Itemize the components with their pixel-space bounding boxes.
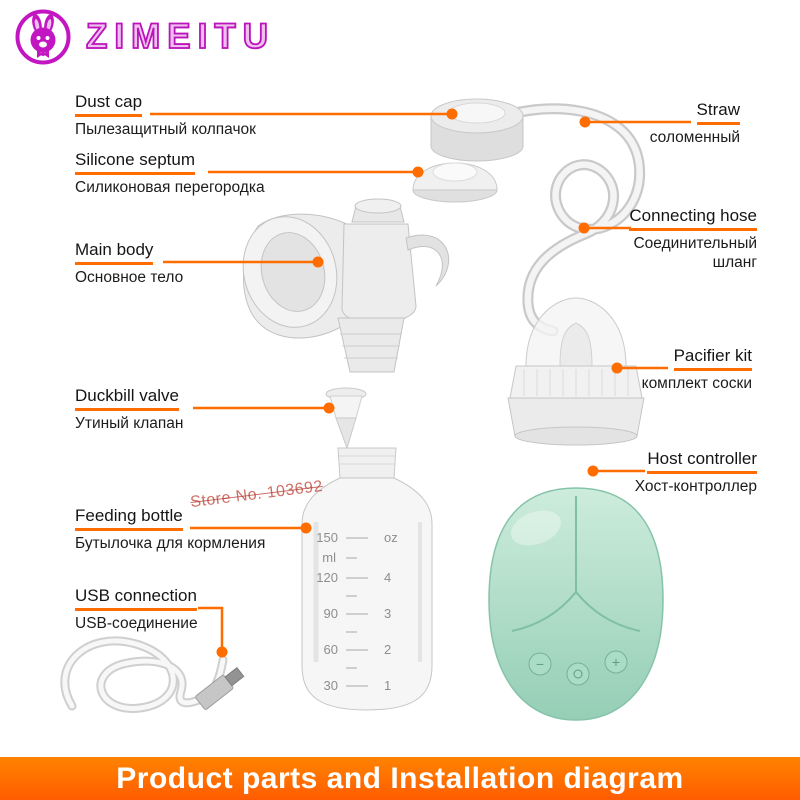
callout-straw: Straw соломенный — [650, 100, 740, 147]
callout-dust-cap-en: Dust cap — [75, 92, 143, 117]
callout-feeding-bottle-ru: Бутылочка для кормления — [75, 535, 266, 552]
bottle-unit-oz: oz — [384, 530, 398, 545]
callout-silicone-septum: Silicone septum Силиконовая перегородка — [75, 150, 265, 197]
callout-dust-cap-ru: Пылезащитный колпачок — [75, 121, 256, 138]
rabbit-mascot-icon — [15, 9, 71, 65]
controller-button-power — [566, 662, 590, 686]
connector-dot-dust-cap — [446, 108, 458, 120]
callout-main-body-en: Main body — [75, 240, 154, 265]
duckbill-valve — [325, 387, 367, 450]
callout-straw-en: Straw — [696, 100, 740, 125]
feeding-bottle: 150 ml 120 90 60 30 oz 4 3 2 1 — [301, 447, 433, 711]
usb-cable — [60, 636, 245, 713]
callout-connecting-hose-en: Connecting hose — [629, 206, 757, 231]
bottle-unit-ml: ml — [322, 550, 336, 565]
callout-main-body-ru: Основное тело — [75, 269, 184, 286]
callout-pacifier-kit-en: Pacifier kit — [673, 346, 752, 371]
callout-duckbill-valve-en: Duckbill valve — [75, 386, 179, 411]
callout-dust-cap: Dust cap Пылезащитный колпачок — [75, 92, 256, 139]
callout-silicone-septum-en: Silicone septum — [75, 150, 196, 175]
connector-dot-duckbill — [323, 402, 335, 414]
callout-duckbill-valve-ru: Утиный клапан — [75, 415, 184, 432]
bottle-scale-oz-1: 3 — [384, 606, 391, 621]
main-body — [242, 198, 450, 373]
usb-connector — [195, 667, 245, 710]
bottle-scale-ml-3: 60 — [324, 642, 338, 657]
connector-dot-hose — [578, 222, 590, 234]
connector-dot-main-body — [312, 256, 324, 268]
connector-dot-bottle — [300, 522, 312, 534]
svg-text:−: − — [536, 656, 544, 672]
connector-dot-host — [587, 465, 599, 477]
connector-dot-pacifier — [611, 362, 623, 374]
callout-main-body: Main body Основное тело — [75, 240, 183, 287]
straw-hose — [474, 103, 646, 337]
banner-bar: Product parts and Installation diagram — [0, 757, 800, 800]
svg-text:+: + — [612, 654, 620, 670]
pacifier-kit — [507, 297, 645, 446]
callout-feeding-bottle: Feeding bottle Бутылочка для кормления — [75, 506, 265, 553]
banner-title: Product parts and Installation diagram — [116, 761, 684, 795]
callout-usb-connection-ru: USB-соединение — [75, 615, 198, 632]
brand-logo: ZIMEITU — [14, 8, 275, 66]
callout-connecting-hose-ru: Соединительный шланг — [633, 235, 757, 271]
connector-dot-septum — [412, 166, 424, 178]
callout-connectors — [150, 108, 691, 658]
connector-dot-usb — [216, 646, 228, 658]
host-controller: − + — [488, 487, 664, 721]
callout-pacifier-kit-ru: комплект соски — [641, 375, 752, 392]
callout-usb-connection-en: USB connection — [75, 586, 197, 611]
bottle-scale-ml-4: 30 — [324, 678, 338, 693]
callout-host-controller-ru: Хост-контроллер — [634, 478, 757, 495]
bottle-scale-ml-2: 90 — [324, 606, 338, 621]
connector-line-usb — [198, 606, 224, 649]
controller-button-minus — [528, 652, 552, 676]
connector-dot-straw — [579, 116, 591, 128]
bottle-scale-ticks — [346, 537, 368, 687]
bottle-scale-oz-2: 2 — [384, 642, 391, 657]
callout-host-controller-en: Host controller — [647, 449, 757, 474]
bottle-scale-ml-1: 120 — [316, 570, 338, 585]
callout-pacifier-kit: Pacifier kit комплект соски — [642, 346, 752, 393]
controller-button-plus — [604, 650, 628, 674]
bottle-scale-oz-3: 1 — [384, 678, 391, 693]
callout-straw-ru: соломенный — [649, 129, 740, 146]
brand-name: ZIMEITU — [85, 16, 275, 57]
callout-connecting-hose: Connecting hose Соединительный шланг — [607, 206, 757, 272]
callout-duckbill-valve: Duckbill valve Утиный клапан — [75, 386, 183, 433]
dust-cap — [430, 98, 524, 162]
silicone-septum — [412, 162, 498, 203]
callout-host-controller: Host controller Хост-контроллер — [635, 449, 757, 496]
callout-silicone-septum-ru: Силиконовая перегородка — [75, 179, 265, 196]
bottle-scale-ml-0: 150 — [316, 530, 338, 545]
callout-feeding-bottle-en: Feeding bottle — [75, 506, 183, 531]
callout-usb-connection: USB connection USB-соединение — [75, 586, 198, 633]
bottle-scale-oz-0: 4 — [384, 570, 391, 585]
